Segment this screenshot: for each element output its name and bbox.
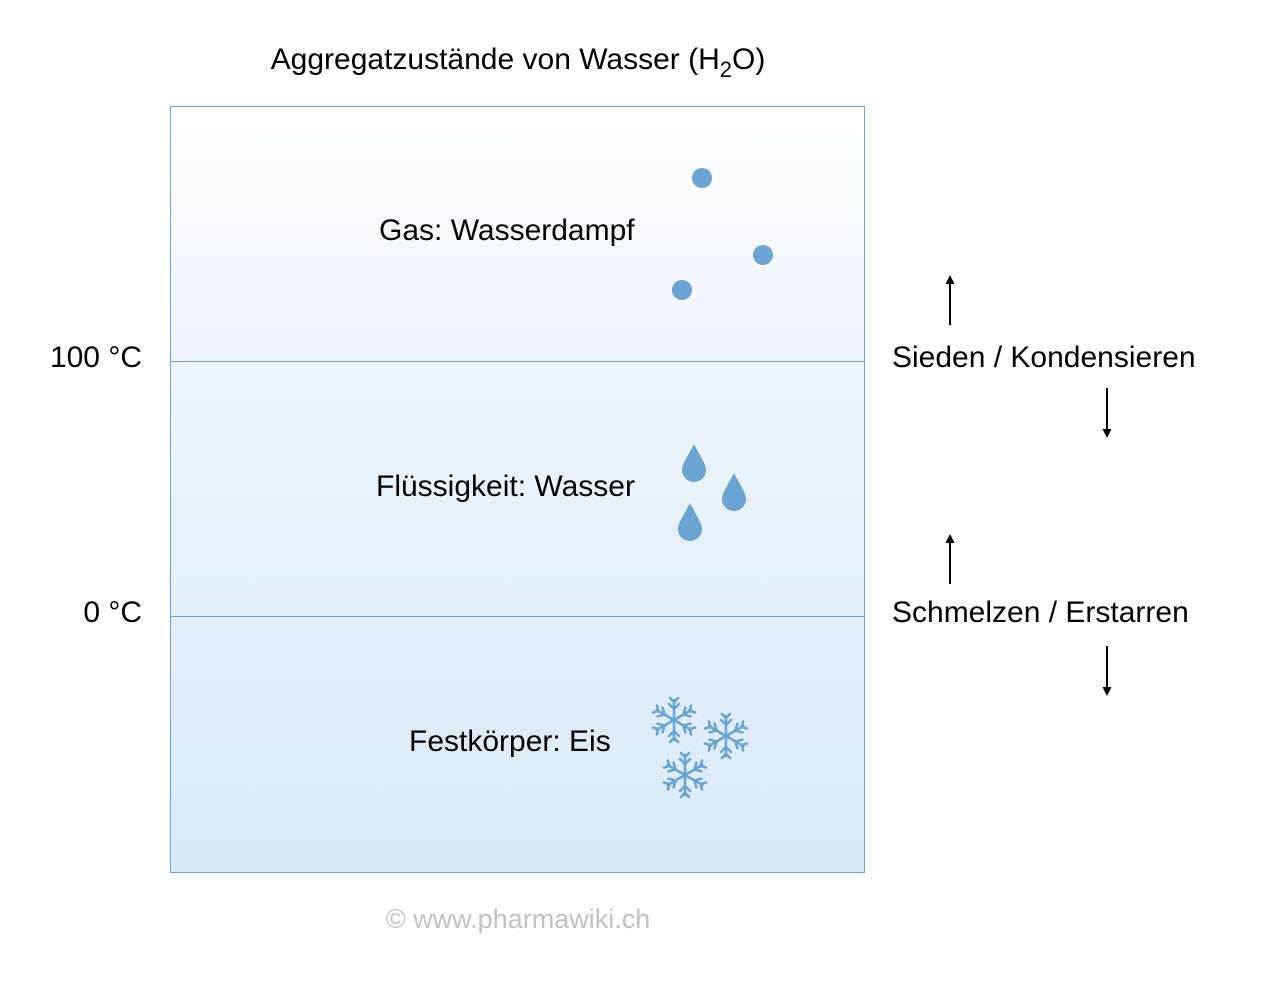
snowflake-icon	[652, 698, 695, 742]
water-drops-icon	[678, 444, 746, 541]
snowflakes-icon	[650, 695, 750, 800]
copyright-notice: © www.pharmawiki.ch	[385, 904, 651, 934]
gas-label: Gas: Wasserdampf	[379, 214, 635, 247]
water-drop-icon	[682, 444, 706, 482]
water-drop-icon	[678, 503, 702, 541]
gas-particles-icon	[672, 168, 773, 300]
boiling-point-line	[171, 361, 864, 362]
liquid-label: Flüssigkeit: Wasser	[376, 470, 635, 503]
diagram-title: Aggregatzustände von Wasser (H2O)	[270, 43, 766, 82]
snowflake-icon	[663, 753, 706, 797]
arrow-down-icon	[1102, 388, 1112, 438]
gas-particle-icon	[672, 280, 692, 300]
states-box	[170, 106, 865, 873]
snowflake-icon	[704, 714, 747, 758]
boil-condense-label: Sieden / Kondensieren	[892, 341, 1196, 374]
melting-temperature-label: 0 °C	[83, 596, 142, 629]
melt-freeze-label: Schmelzen / Erstarren	[892, 596, 1189, 629]
boiling-temperature-label: 100 °C	[49, 341, 142, 374]
gas-particle-icon	[753, 245, 773, 265]
melting-point-line	[171, 616, 864, 617]
water-drop-icon	[722, 473, 746, 511]
solid-label: Festkörper: Eis	[409, 725, 611, 758]
arrow-up-icon	[945, 275, 955, 325]
arrow-down-icon	[1102, 646, 1112, 696]
arrow-up-icon	[945, 534, 955, 584]
gas-particle-icon	[692, 168, 712, 188]
